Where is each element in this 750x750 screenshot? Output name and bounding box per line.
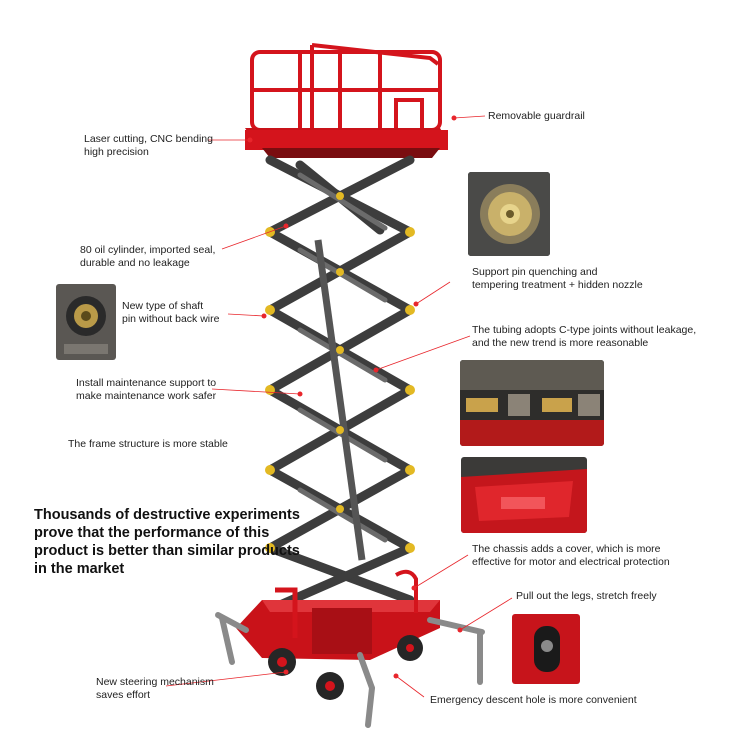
label-steering: New steering mechanism saves effort	[96, 676, 214, 701]
label-tubing: The tubing adopts C-type joints without …	[472, 324, 697, 349]
pin-bolt-icon	[468, 172, 550, 256]
shaft-pin-icon	[56, 284, 116, 360]
chassis-cover-icon	[461, 457, 587, 533]
label-shaft-pin: New type of shaft pin without back wire	[122, 300, 220, 325]
tubing-joint-photo	[460, 360, 604, 446]
headline: Thousands of destructive experiments pro…	[34, 507, 300, 577]
outrigger-legs	[215, 612, 485, 728]
scissor-inner-arms	[297, 172, 388, 543]
support-pin-photo	[468, 172, 550, 256]
label-frame-structure: The frame structure is more stable	[68, 438, 228, 450]
shaft-pin-photo	[56, 284, 116, 360]
chassis-cover-photo	[461, 457, 587, 533]
oil-cylinder	[314, 239, 366, 561]
joints	[265, 192, 415, 553]
label-laser-cutting: Laser cutting, CNC bending high precisio…	[84, 133, 213, 158]
guardrail	[250, 43, 442, 132]
label-oil-cylinder: 80 oil cylinder, imported seal, durable …	[80, 244, 216, 269]
label-support-pin: Support pin quenching and tempering trea…	[472, 266, 643, 291]
callout-lines	[165, 115, 513, 698]
label-pull-out-legs: Pull out the legs, stretch freely	[516, 590, 657, 602]
chassis	[236, 569, 440, 660]
label-chassis-cover: The chassis adds a cover, which is more …	[472, 543, 670, 568]
label-maintenance-support: Install maintenance support to make main…	[76, 377, 217, 402]
wheels	[268, 635, 423, 700]
label-emergency-descent: Emergency descent hole is more convenien…	[430, 694, 637, 706]
descent-hole-icon	[512, 614, 580, 684]
c-joint-icon	[460, 360, 604, 446]
platform-deck	[245, 128, 448, 158]
callout-dots	[247, 115, 463, 679]
emergency-hole-photo	[512, 614, 580, 684]
label-removable-guardrail: Removable guardrail	[488, 110, 585, 122]
